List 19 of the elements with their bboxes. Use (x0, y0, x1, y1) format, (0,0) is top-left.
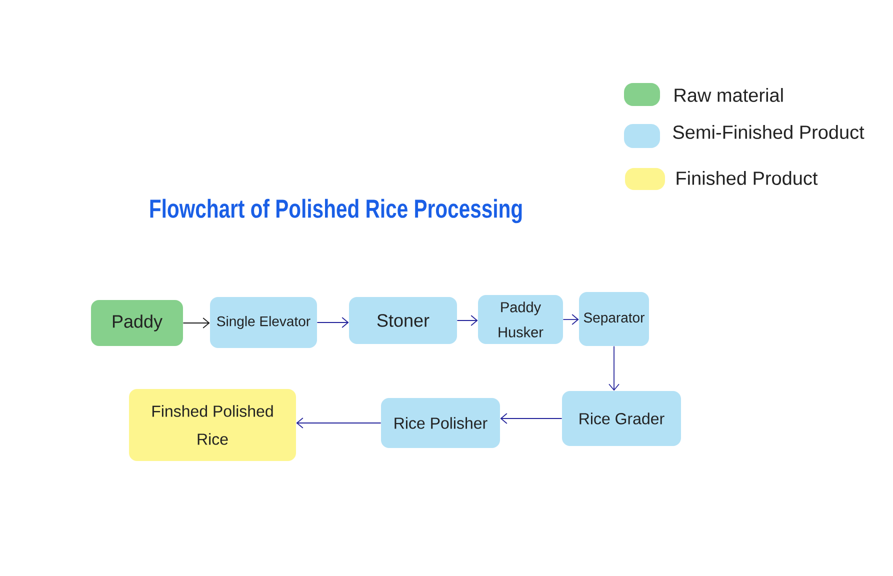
arrow (456, 315, 478, 326)
process-box: Finshed Polished Rice (129, 389, 296, 461)
arrow (562, 314, 579, 325)
process-box: Separator (579, 292, 649, 346)
arrow (316, 317, 349, 328)
arrow (182, 318, 210, 328)
arrow (296, 418, 382, 428)
legend-label: Raw material (674, 88, 783, 102)
arrow (500, 413, 562, 424)
process-box: Rice Grader (562, 391, 681, 446)
legend-label: Finished Product (676, 171, 818, 185)
title: Flowchart of Polished Rice Processing (150, 198, 522, 224)
process-box: Single Elevator (210, 297, 317, 348)
arrow (608, 346, 620, 391)
process-box: Rice Polisher (381, 398, 500, 448)
legend-label: Semi-Finished Product (673, 125, 864, 139)
process-box: Paddy Husker (478, 295, 563, 344)
process-box: Paddy (91, 300, 183, 346)
process-box: Stoner (349, 297, 457, 344)
